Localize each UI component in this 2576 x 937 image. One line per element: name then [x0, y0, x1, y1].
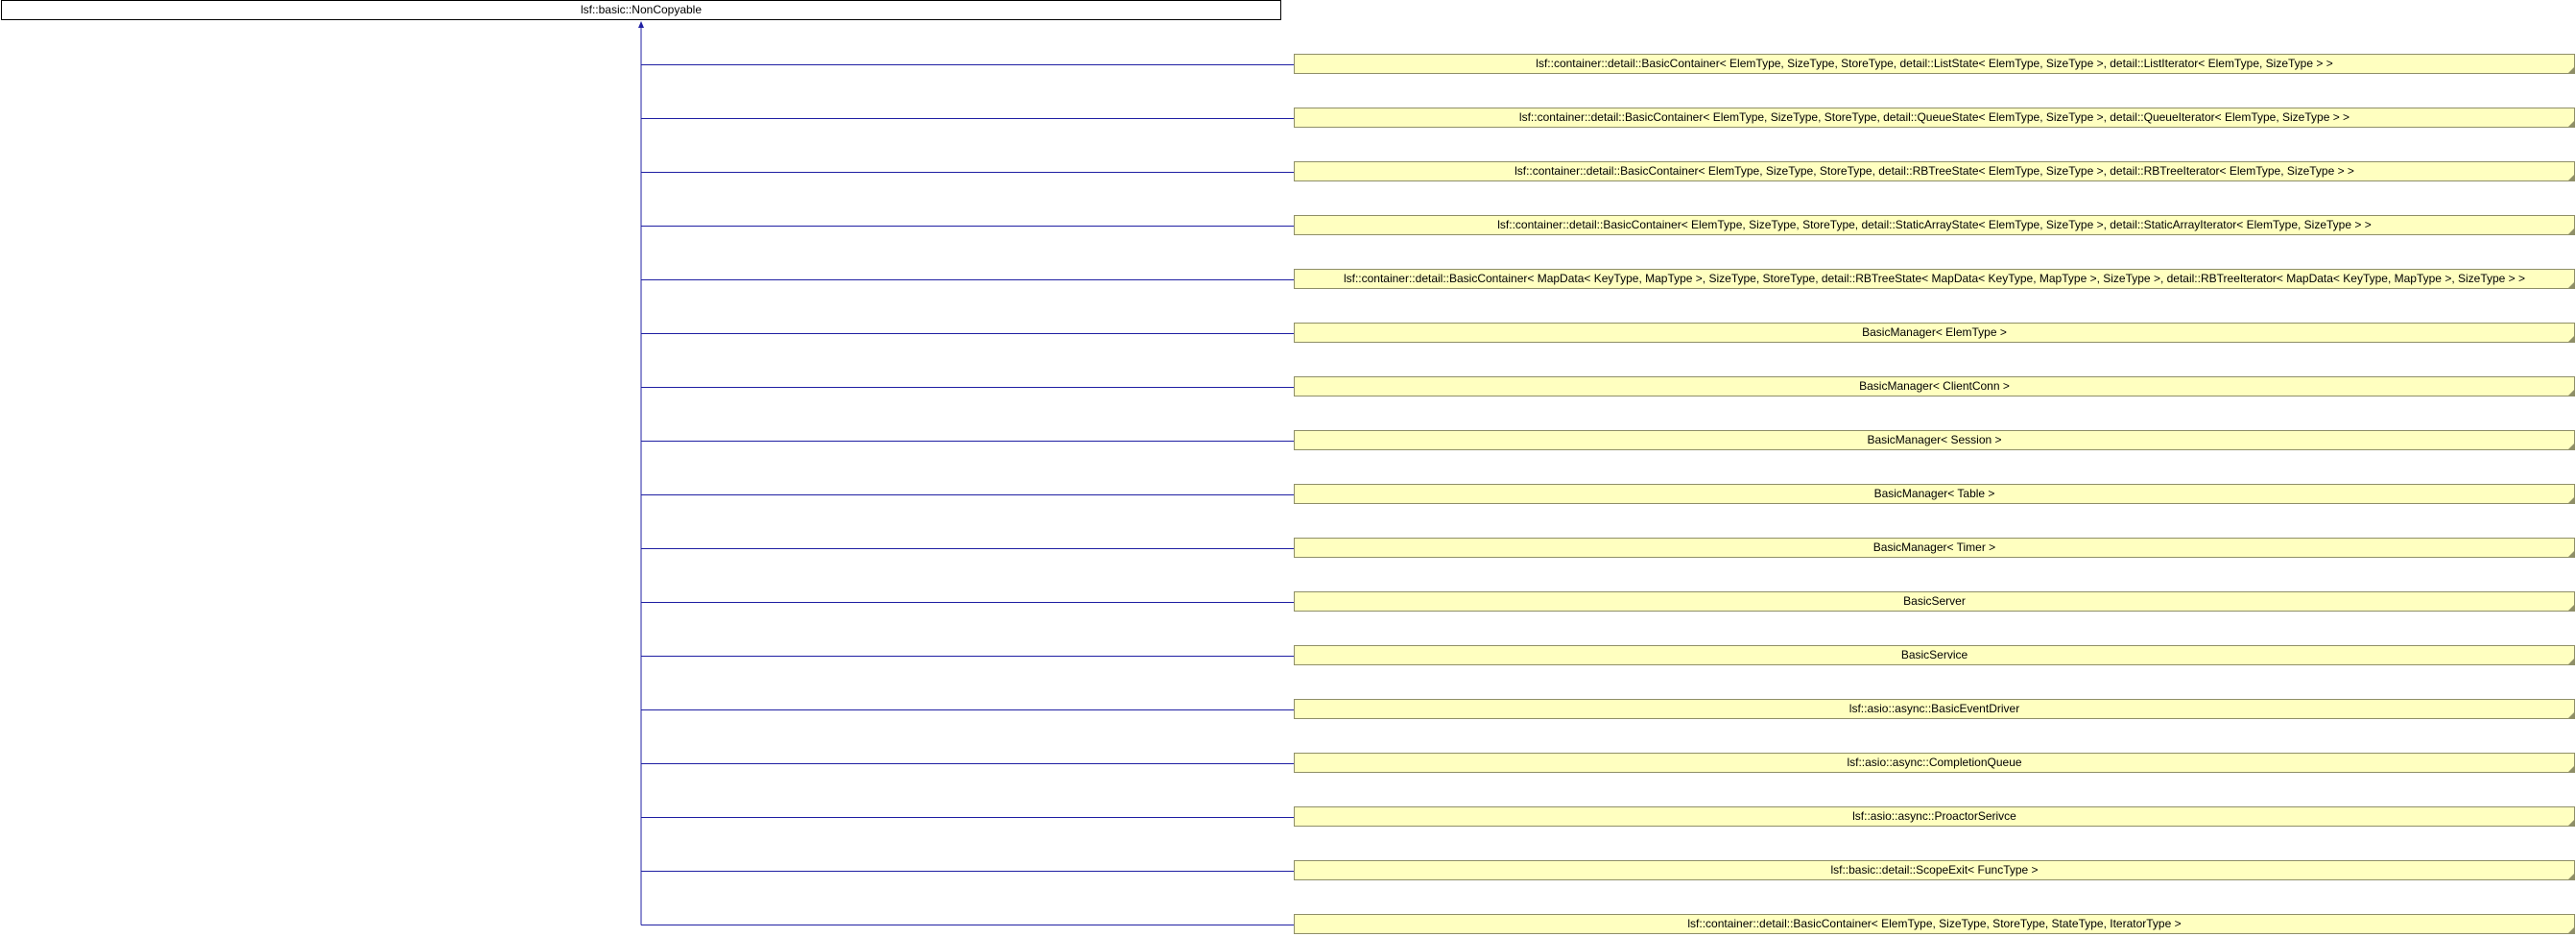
derived-class-label: BasicManager< ElemType >: [1862, 325, 2007, 339]
derived-class-label: lsf::asio::async::ProactorSerivce: [1852, 809, 2016, 823]
derived-class-node[interactable]: lsf::asio::async::CompletionQueue: [1294, 753, 2575, 773]
derived-class-label: lsf::container::detail::BasicContainer< …: [1515, 164, 2354, 178]
derived-class-label: BasicManager< Table >: [1873, 487, 1995, 500]
folded-corner-icon: [2568, 67, 2574, 73]
derived-class-node[interactable]: lsf::container::detail::BasicContainer< …: [1294, 269, 2575, 289]
folded-corner-icon: [2568, 390, 2574, 396]
derived-class-node[interactable]: lsf::container::detail::BasicContainer< …: [1294, 161, 2575, 181]
derived-class-label: lsf::container::detail::BasicContainer< …: [1518, 110, 2350, 124]
folded-corner-icon: [2568, 228, 2574, 234]
derived-class-label: lsf::container::detail::BasicContainer< …: [1536, 57, 2333, 70]
derived-class-node[interactable]: BasicManager< ClientConn >: [1294, 376, 2575, 396]
derived-class-label: BasicManager< ClientConn >: [1859, 379, 2010, 393]
derived-class-node[interactable]: BasicServer: [1294, 591, 2575, 612]
derived-class-label: lsf::container::detail::BasicContainer< …: [1497, 218, 2372, 231]
folded-corner-icon: [2568, 874, 2574, 879]
folded-corner-icon: [2568, 121, 2574, 127]
derived-class-node[interactable]: BasicManager< Timer >: [1294, 538, 2575, 558]
folded-corner-icon: [2568, 605, 2574, 611]
derived-class-node[interactable]: lsf::container::detail::BasicContainer< …: [1294, 215, 2575, 235]
derived-class-node[interactable]: lsf::asio::async::BasicEventDriver: [1294, 699, 2575, 719]
folded-corner-icon: [2568, 336, 2574, 342]
derived-class-node[interactable]: BasicManager< Table >: [1294, 484, 2575, 504]
derived-class-node[interactable]: lsf::container::detail::BasicContainer< …: [1294, 54, 2575, 74]
derived-class-label: BasicManager< Timer >: [1872, 541, 1996, 554]
derived-class-node[interactable]: BasicService: [1294, 645, 2575, 665]
derived-class-label: BasicServer: [1903, 594, 1966, 608]
arrowhead-icon: [638, 21, 644, 28]
folded-corner-icon: [2568, 551, 2574, 557]
derived-class-label: lsf::asio::async::BasicEventDriver: [1849, 702, 2020, 715]
derived-class-label: lsf::basic::detail::ScopeExit< FuncType …: [1830, 863, 2039, 877]
derived-class-label: BasicService: [1900, 648, 1968, 661]
folded-corner-icon: [2568, 766, 2574, 772]
derived-class-node[interactable]: lsf::asio::async::ProactorSerivce: [1294, 806, 2575, 827]
folded-corner-icon: [2568, 175, 2574, 180]
folded-corner-icon: [2568, 820, 2574, 826]
folded-corner-icon: [2568, 712, 2574, 718]
derived-class-node[interactable]: lsf::container::detail::BasicContainer< …: [1294, 914, 2575, 934]
folded-corner-icon: [2568, 282, 2574, 288]
folded-corner-icon: [2568, 659, 2574, 664]
derived-class-label: lsf::container::detail::BasicContainer< …: [1687, 917, 2182, 930]
derived-class-node[interactable]: BasicManager< Session >: [1294, 430, 2575, 450]
derived-class-label: lsf::container::detail::BasicContainer< …: [1343, 272, 2526, 285]
derived-class-node[interactable]: BasicManager< ElemType >: [1294, 323, 2575, 343]
derived-class-label: BasicManager< Session >: [1867, 433, 2002, 446]
folded-corner-icon: [2568, 497, 2574, 503]
base-class-node-noncopyable[interactable]: lsf::basic::NonCopyable: [1, 0, 1281, 20]
derived-class-node[interactable]: lsf::basic::detail::ScopeExit< FuncType …: [1294, 860, 2575, 880]
derived-class-label: lsf::asio::async::CompletionQueue: [1847, 756, 2022, 769]
folded-corner-icon: [2568, 444, 2574, 449]
derived-class-node[interactable]: lsf::container::detail::BasicContainer< …: [1294, 108, 2575, 128]
folded-corner-icon: [2568, 927, 2574, 933]
